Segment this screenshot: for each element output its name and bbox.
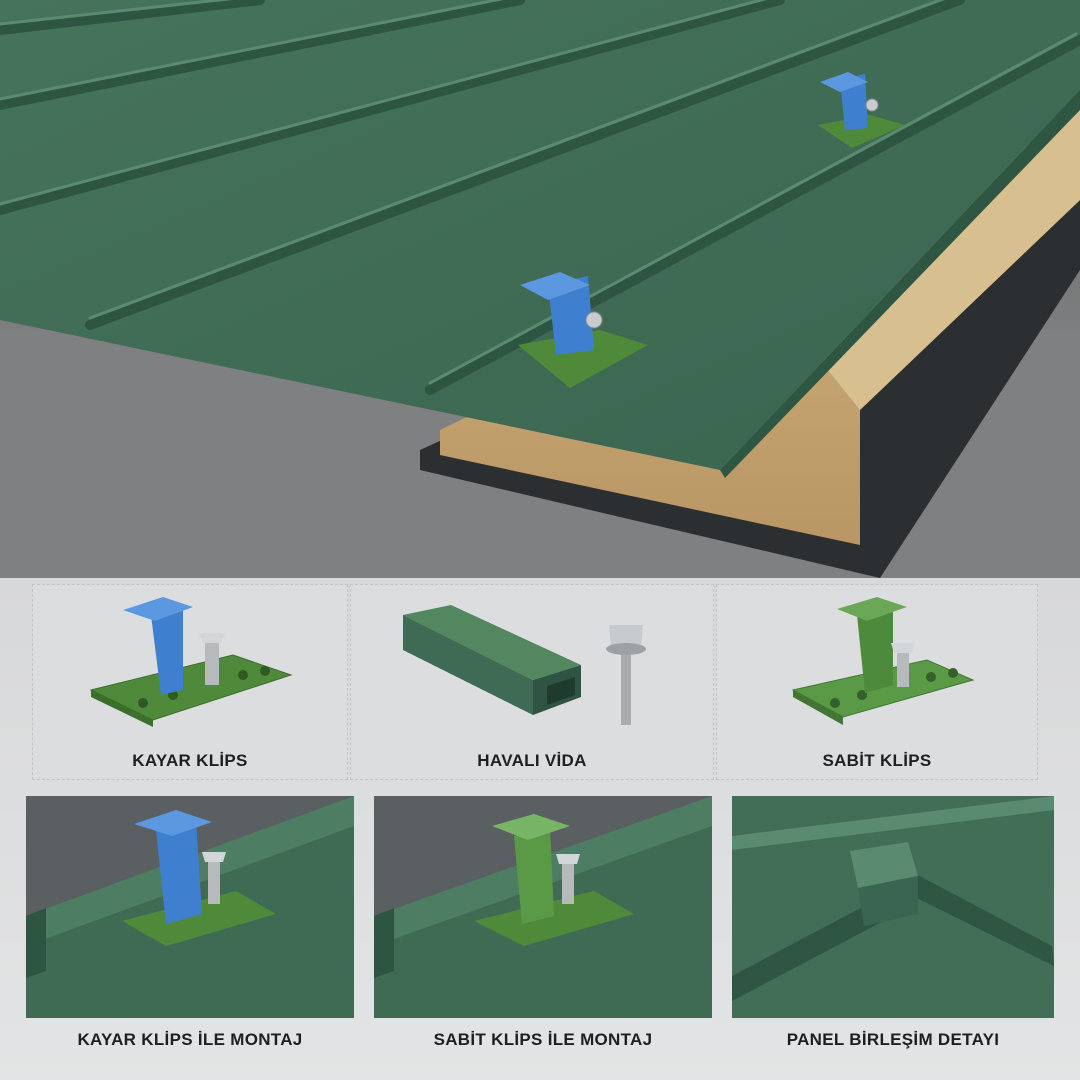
detail-photo-fixed-clip-install [374,796,712,1018]
hero-sliding-clip [518,272,648,388]
part-label: KAYAR KLİPS [132,751,248,770]
panel-joint-render [732,796,1054,1018]
standing-seams [0,0,1080,395]
sliding-clip-icon [89,597,293,727]
detail-photo-sliding-clip-install [26,796,354,1018]
detail-caption: SABİT KLİPS İLE MONTAJ [433,1030,653,1049]
roof-render [0,0,1080,578]
parts-and-details-section: KAYAR KLİPS HAVALI VİDA SABİT KLİPS [0,578,1080,1080]
detail-caption: KAYAR KLİPS İLE MONTAJ [77,1030,303,1049]
fixed-clip-install-render [374,796,712,1018]
part-label: SABİT KLİPS [822,751,932,770]
part-card-sliding-clip: KAYAR KLİPS [32,584,348,780]
part-card-fixed-clip: SABİT KLİPS [716,584,1038,780]
detail-photo-panel-joint [732,796,1054,1018]
profile-and-screw-icon [403,605,646,725]
hero-sliding-clip-far [818,72,905,148]
sliding-clip-install-render [26,796,354,1018]
detail-caption: PANEL BİRLEŞİM DETAYI [786,1030,1000,1049]
fixed-clip-icon [791,597,975,725]
part-card-screw: HAVALI VİDA [350,584,714,780]
roof-panels [0,0,1080,470]
part-label: HAVALI VİDA [477,751,587,770]
hero-roof-illustration [0,0,1080,578]
